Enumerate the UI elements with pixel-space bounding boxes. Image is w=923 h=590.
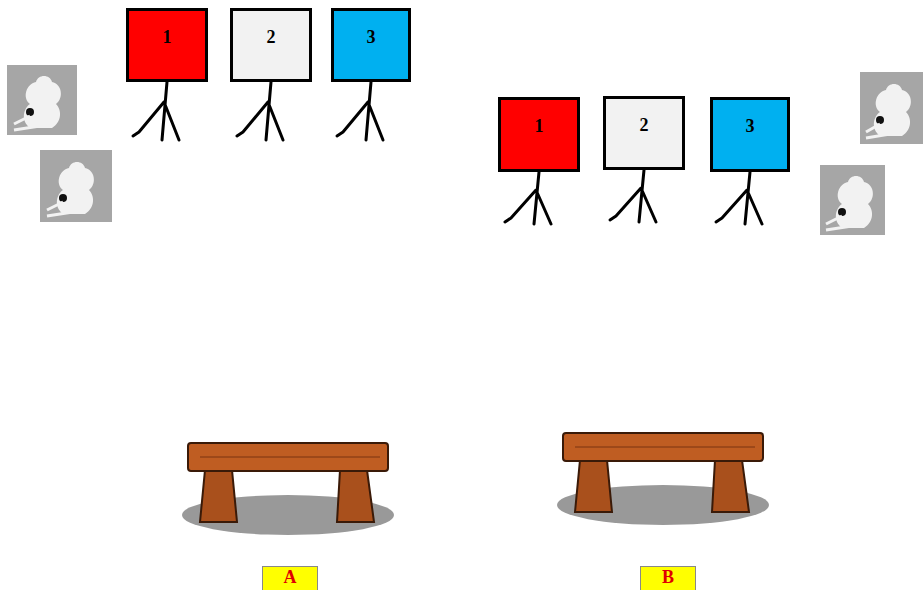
- display-board: 3: [710, 97, 790, 172]
- speaker-icon: [820, 165, 885, 235]
- bench-label: A: [262, 566, 318, 590]
- display-board: 1: [498, 97, 580, 172]
- speaker-icon: [7, 65, 77, 135]
- board-number: 2: [640, 115, 649, 136]
- bench-label: B: [640, 566, 696, 590]
- board-number: B: [662, 567, 674, 588]
- board-number: 3: [746, 116, 755, 137]
- board-number: 2: [267, 27, 276, 48]
- display-board: 2: [230, 8, 312, 82]
- display-board: 3: [331, 8, 411, 82]
- speaker-icon: [860, 72, 923, 144]
- easel-legs: [133, 82, 762, 224]
- bench: [182, 443, 394, 535]
- board-number: 3: [367, 27, 376, 48]
- display-board: 1: [126, 8, 208, 82]
- board-number: 1: [535, 116, 544, 137]
- display-board: 2: [603, 96, 685, 170]
- speaker-icon: [40, 150, 112, 222]
- board-number: A: [284, 567, 297, 588]
- board-number: 1: [163, 27, 172, 48]
- bench: [557, 433, 769, 525]
